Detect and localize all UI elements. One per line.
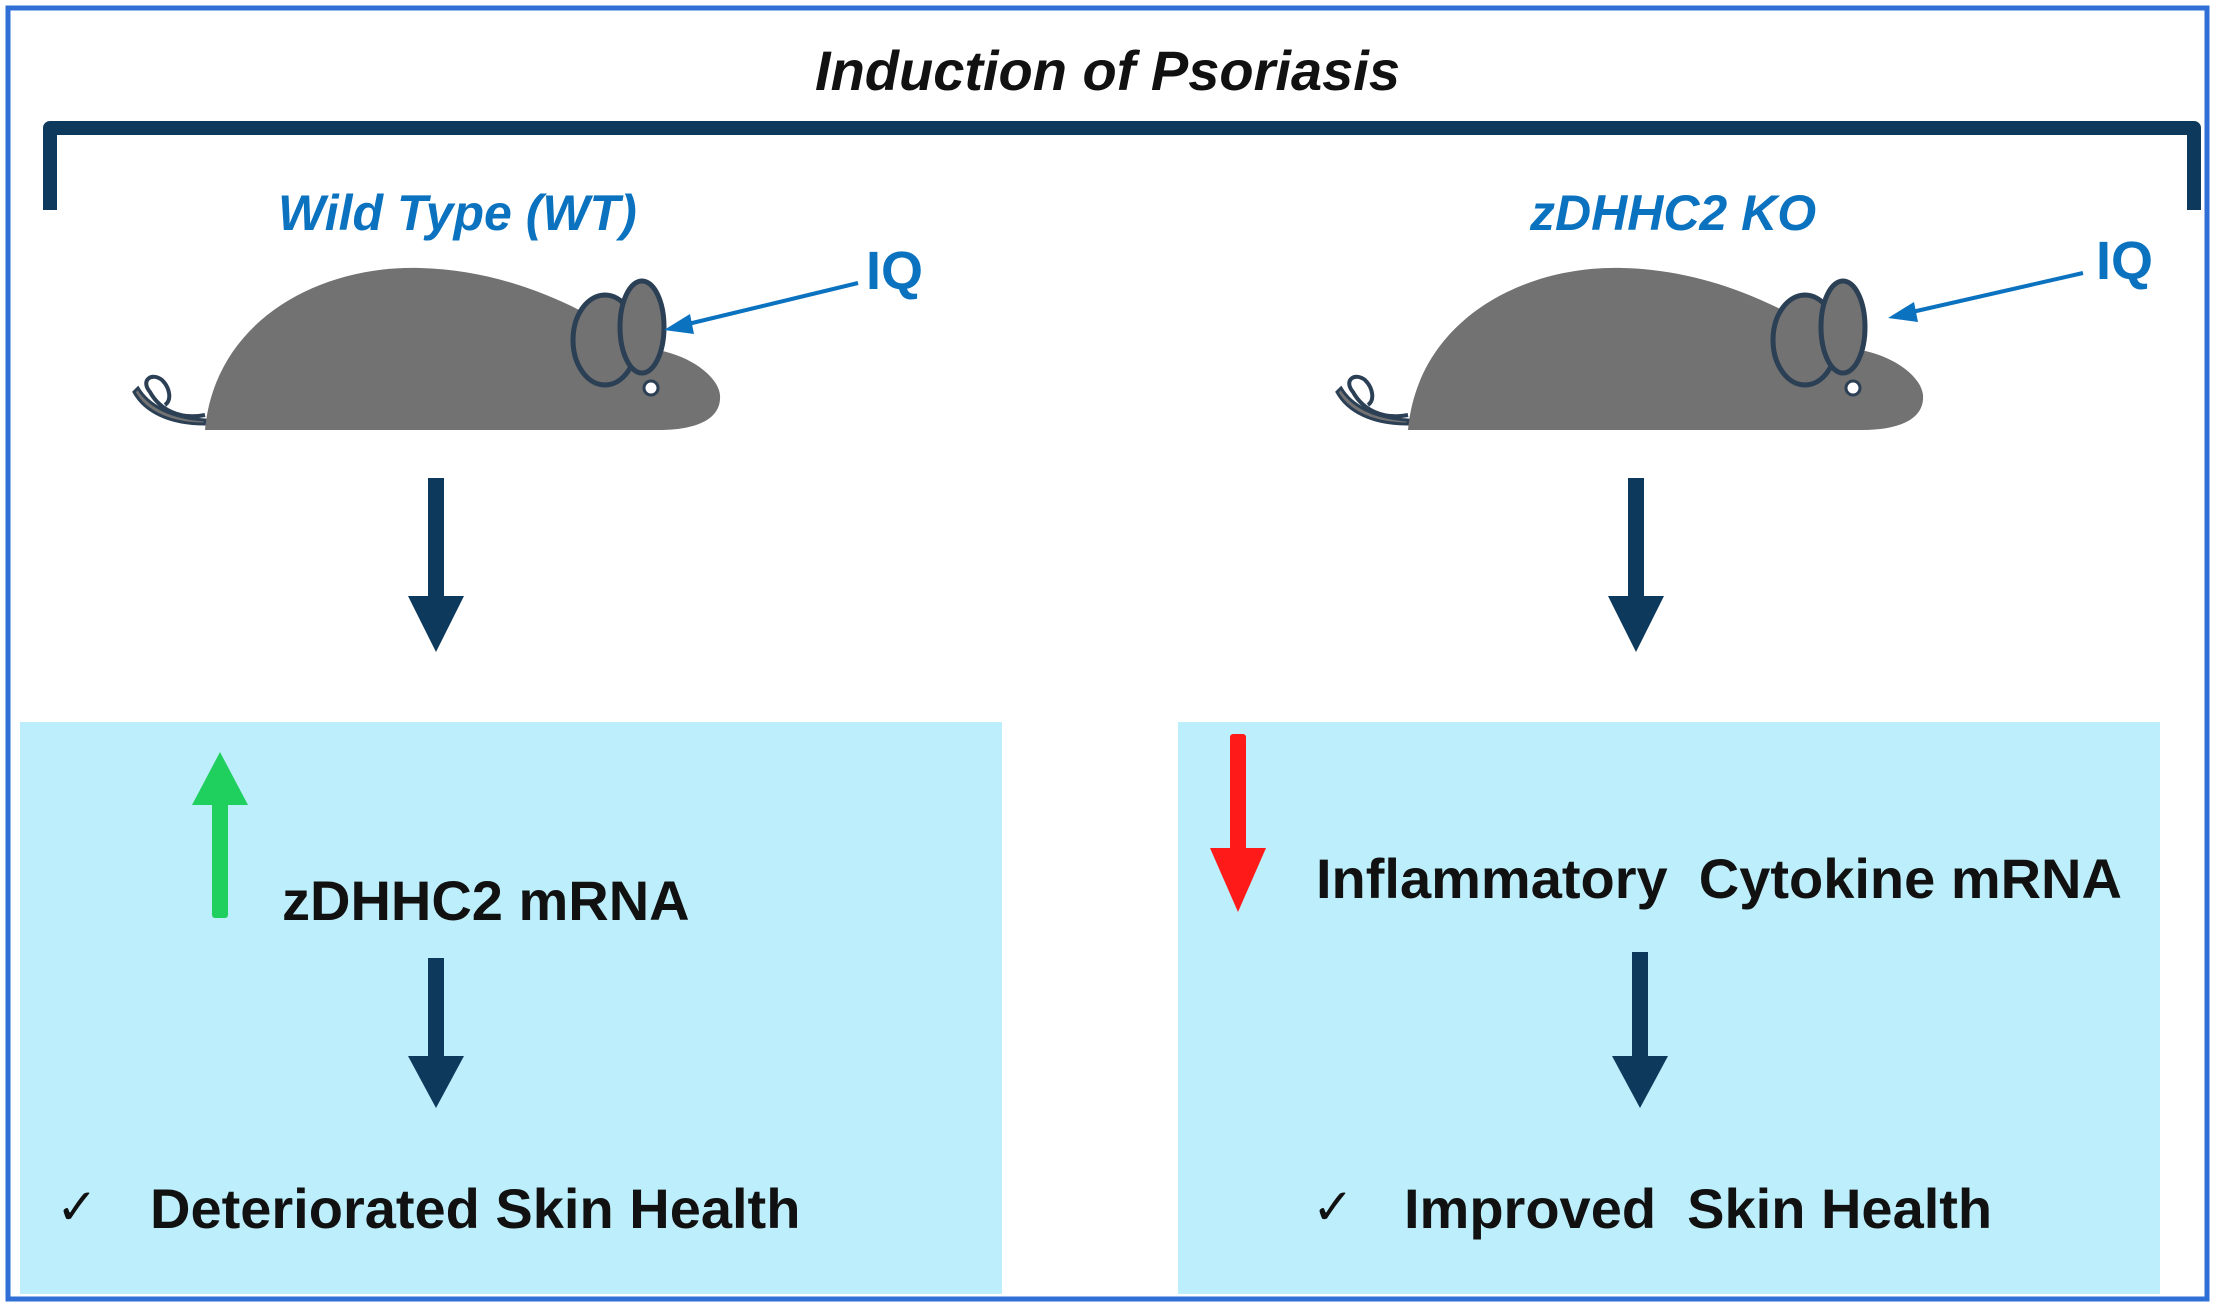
title-bracket: [43, 121, 2201, 210]
wt-outcome-text: Deteriorated Skin Health: [150, 1177, 801, 1240]
wt-flow-arrow-1: [408, 478, 464, 652]
ko-iq-pointer: [1911, 271, 2084, 314]
wt-iq-label: IQ: [866, 241, 924, 301]
ko-marker-text: Inflammatory Cytokine mRNA: [1316, 847, 2122, 910]
ko-mouse-icon: [1335, 267, 1924, 430]
ko-iq-pointer-head: [1888, 302, 1918, 322]
ko-group-label: zDHHC2 KO: [1530, 185, 1817, 241]
ko-result-box: [1178, 722, 2160, 1294]
wt-group-label: Wild Type (WT): [278, 185, 637, 241]
wt-flow-arrow-2: [408, 958, 464, 1108]
wt-iq-pointer-head: [664, 314, 694, 334]
wt-marker-text: zDHHC2 mRNA: [282, 869, 690, 932]
diagram-title: Induction of Psoriasis: [815, 39, 1400, 102]
ko-check-mark: ✓: [1312, 1179, 1354, 1235]
up-arrow-icon: [192, 752, 248, 918]
wt-check-mark: ✓: [56, 1179, 98, 1235]
ko-flow-arrow-1: [1608, 478, 1664, 652]
ko-flow-arrow-2: [1612, 952, 1668, 1108]
wt-iq-pointer: [687, 281, 859, 326]
ko-iq-label: IQ: [2096, 231, 2154, 291]
wt-result-box: [20, 722, 1002, 1294]
down-arrow-icon: [1210, 734, 1266, 912]
ko-outcome-text: Improved Skin Health: [1404, 1177, 1993, 1240]
outer-frame: [5, 5, 2210, 1302]
wt-mouse-icon: [132, 267, 721, 430]
